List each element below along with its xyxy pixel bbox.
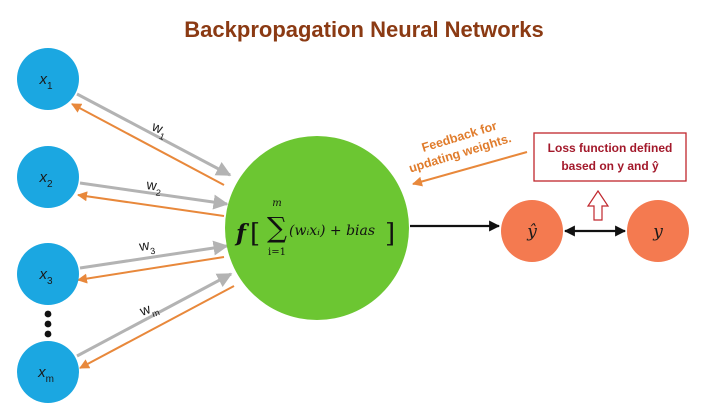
svg-text:w2: w2: [144, 176, 163, 198]
output-node-label: ŷ: [526, 222, 537, 242]
svg-text:x1: x1: [38, 71, 53, 92]
weight-subscript-m: m: [150, 307, 160, 319]
backward-connections: [71, 103, 235, 369]
target-node: [627, 200, 689, 262]
svg-text:x2: x2: [38, 169, 53, 190]
forward-arrow-1: [76, 92, 232, 177]
loss-box-line-2: based on y and ŷ: [561, 159, 659, 173]
formula-close-bracket: ]: [385, 219, 395, 249]
input-node-3-label: x: [38, 266, 47, 283]
output-node: [501, 200, 563, 262]
backward-arrow-1: [71, 103, 225, 186]
input-node-2: x2: [17, 146, 79, 208]
input-node-3: x3: [17, 243, 79, 305]
input-node-1-circle: [17, 48, 79, 110]
sigma-symbol: ∑: [267, 211, 287, 244]
forward-arrow-2: [79, 181, 229, 210]
weight-subscript-2: 2: [155, 187, 161, 198]
input-node-m: xm: [17, 341, 79, 403]
input-node-m-subscript: m: [46, 374, 54, 385]
backward-arrow-m: [79, 285, 235, 369]
neuron-node: [225, 136, 409, 320]
sum-lower-limit: i=1: [268, 247, 286, 258]
formula-term: (wᵢxᵢ) + bias: [289, 223, 375, 239]
input-node-2-circle: [17, 146, 79, 208]
neuron-formula: f [ m ∑ i=1 (wᵢxᵢ) + bias ]: [234, 198, 395, 258]
ellipsis-dot: [44, 310, 52, 318]
input-node-1: x1: [17, 48, 79, 110]
ellipsis-dots: [44, 310, 52, 338]
input-node-1-subscript: 1: [47, 81, 53, 92]
formula-open-bracket: [: [250, 219, 260, 249]
weight-subscript-3: 3: [150, 246, 157, 257]
forward-arrow-m: [76, 272, 233, 358]
input-node-m-circle: [17, 341, 79, 403]
loss-box-line-1: Loss function defined: [548, 141, 673, 155]
ellipsis-dot: [44, 320, 52, 328]
hollow-up-arrow-icon: [586, 189, 610, 221]
svg-text:w1: w1: [147, 118, 169, 143]
ellipsis-dot: [44, 330, 52, 338]
loss-function-box: [533, 132, 687, 182]
page-title: Backpropagation Neural Networks: [184, 17, 543, 42]
feedback-label: Feedback for updating weights.: [407, 119, 513, 176]
sum-upper-limit: m: [272, 198, 281, 209]
input-node-2-subscript: 2: [47, 179, 53, 190]
input-node-m-label: x: [37, 364, 46, 381]
input-node-2-label: x: [38, 169, 47, 186]
target-node-label: y: [652, 222, 663, 242]
forward-arrow-3: [79, 240, 229, 270]
forward-connections: [76, 92, 233, 358]
svg-text:x3: x3: [38, 266, 53, 287]
input-node-1-label: x: [38, 71, 47, 88]
input-node-3-subscript: 3: [47, 276, 53, 287]
weight-subscript-1: 1: [158, 131, 166, 142]
weight-label-3: w: [137, 236, 151, 254]
backward-arrow-3: [77, 256, 225, 284]
backward-arrow-2: [77, 191, 225, 217]
svg-text:w3: w3: [137, 236, 156, 258]
weight-label-2: w: [145, 176, 159, 194]
feedback-arrow: [412, 151, 528, 187]
input-node-3-circle: [17, 243, 79, 305]
svg-text:xm: xm: [37, 364, 54, 385]
